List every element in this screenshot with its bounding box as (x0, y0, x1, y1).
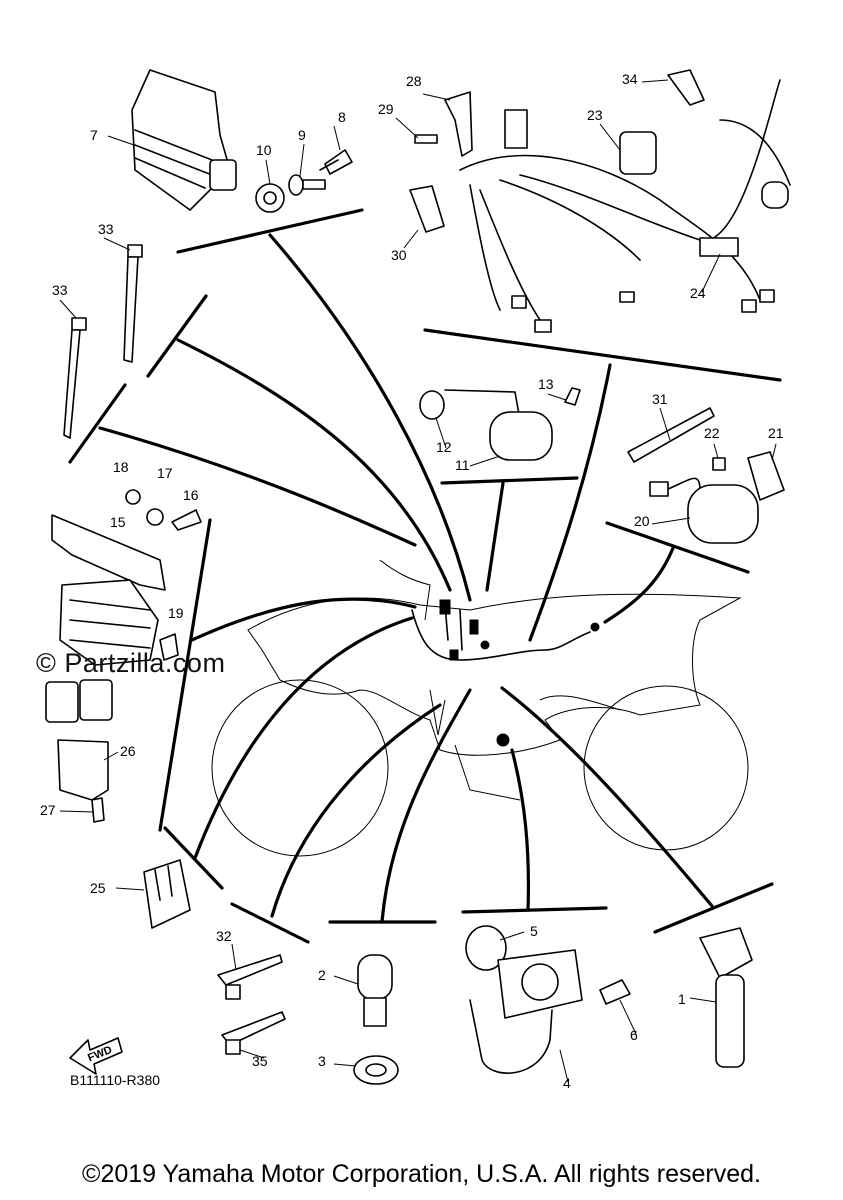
ecu-part-7 (131, 69, 237, 211)
callout-28: 28 (406, 73, 422, 89)
callout-32: 32 (216, 928, 232, 944)
callout-2: 2 (318, 967, 326, 983)
callout-35: 35 (252, 1053, 268, 1069)
callout-10: 10 (256, 142, 272, 158)
leader-lines (68, 208, 782, 944)
motorcycle-outline (211, 559, 749, 857)
bracket-parts-28-29-30-34 (409, 69, 705, 233)
callout-6: 6 (630, 1027, 638, 1043)
callout-30: 30 (391, 247, 407, 263)
copyright-footer: ©2019 Yamaha Motor Corporation, U.S.A. A… (82, 1160, 761, 1188)
callout-numbers: 1 2 3 4 5 6 7 8 9 10 11 12 13 15 16 17 1… (40, 71, 784, 1091)
callout-34: 34 (622, 71, 638, 87)
callout-11: 11 (455, 457, 470, 473)
callout-15: 15 (110, 514, 126, 530)
callout-1: 1 (678, 991, 686, 1007)
callout-ticks (59, 79, 777, 1083)
callout-29: 29 (378, 101, 394, 117)
callout-24: 24 (690, 285, 706, 301)
callout-18: 18 (113, 459, 129, 475)
clamp-32-35 (217, 954, 286, 1055)
callout-31: 31 (652, 391, 668, 407)
wire-harness-24 (459, 79, 791, 333)
bracket-26-27 (57, 739, 109, 823)
grommet-bolt-8-9-10 (255, 149, 353, 213)
callout-21: 21 (768, 425, 784, 441)
sensor-assembly-4-5-6 (465, 925, 631, 1074)
callout-17: 17 (157, 465, 173, 481)
callout-7: 7 (90, 127, 98, 143)
callout-13: 13 (538, 376, 554, 392)
ignition-coil-11-12-13 (419, 387, 581, 461)
callout-4: 4 (563, 1075, 571, 1091)
callout-20: 20 (634, 513, 650, 529)
relay-parts-20-21-22-31 (627, 407, 785, 544)
diagram-code: B111110-R380 (70, 1072, 161, 1088)
callout-9: 9 (298, 127, 306, 143)
callout-8: 8 (338, 109, 346, 125)
callout-26: 26 (120, 743, 136, 759)
callout-33-second: 33 (52, 282, 68, 298)
callout-3: 3 (318, 1053, 326, 1069)
callout-22: 22 (704, 425, 720, 441)
callout-33: 33 (98, 221, 114, 237)
plug-cap-1 (699, 927, 753, 1068)
callout-12: 12 (436, 439, 452, 455)
callout-27: 27 (40, 802, 56, 818)
callout-23: 23 (587, 107, 603, 123)
callout-19: 19 (168, 605, 184, 621)
callout-25: 25 (90, 880, 106, 896)
regulator-15-16-17-18-19 (45, 489, 202, 723)
connector-25 (143, 859, 191, 929)
sensor-2-3 (353, 954, 399, 1085)
callout-16: 16 (183, 487, 199, 503)
watermark: © Partzilla.com (36, 648, 226, 678)
callout-5: 5 (530, 923, 538, 939)
cable-tie-33 (63, 244, 143, 439)
fwd-arrow-icon: FWD (69, 1037, 123, 1075)
